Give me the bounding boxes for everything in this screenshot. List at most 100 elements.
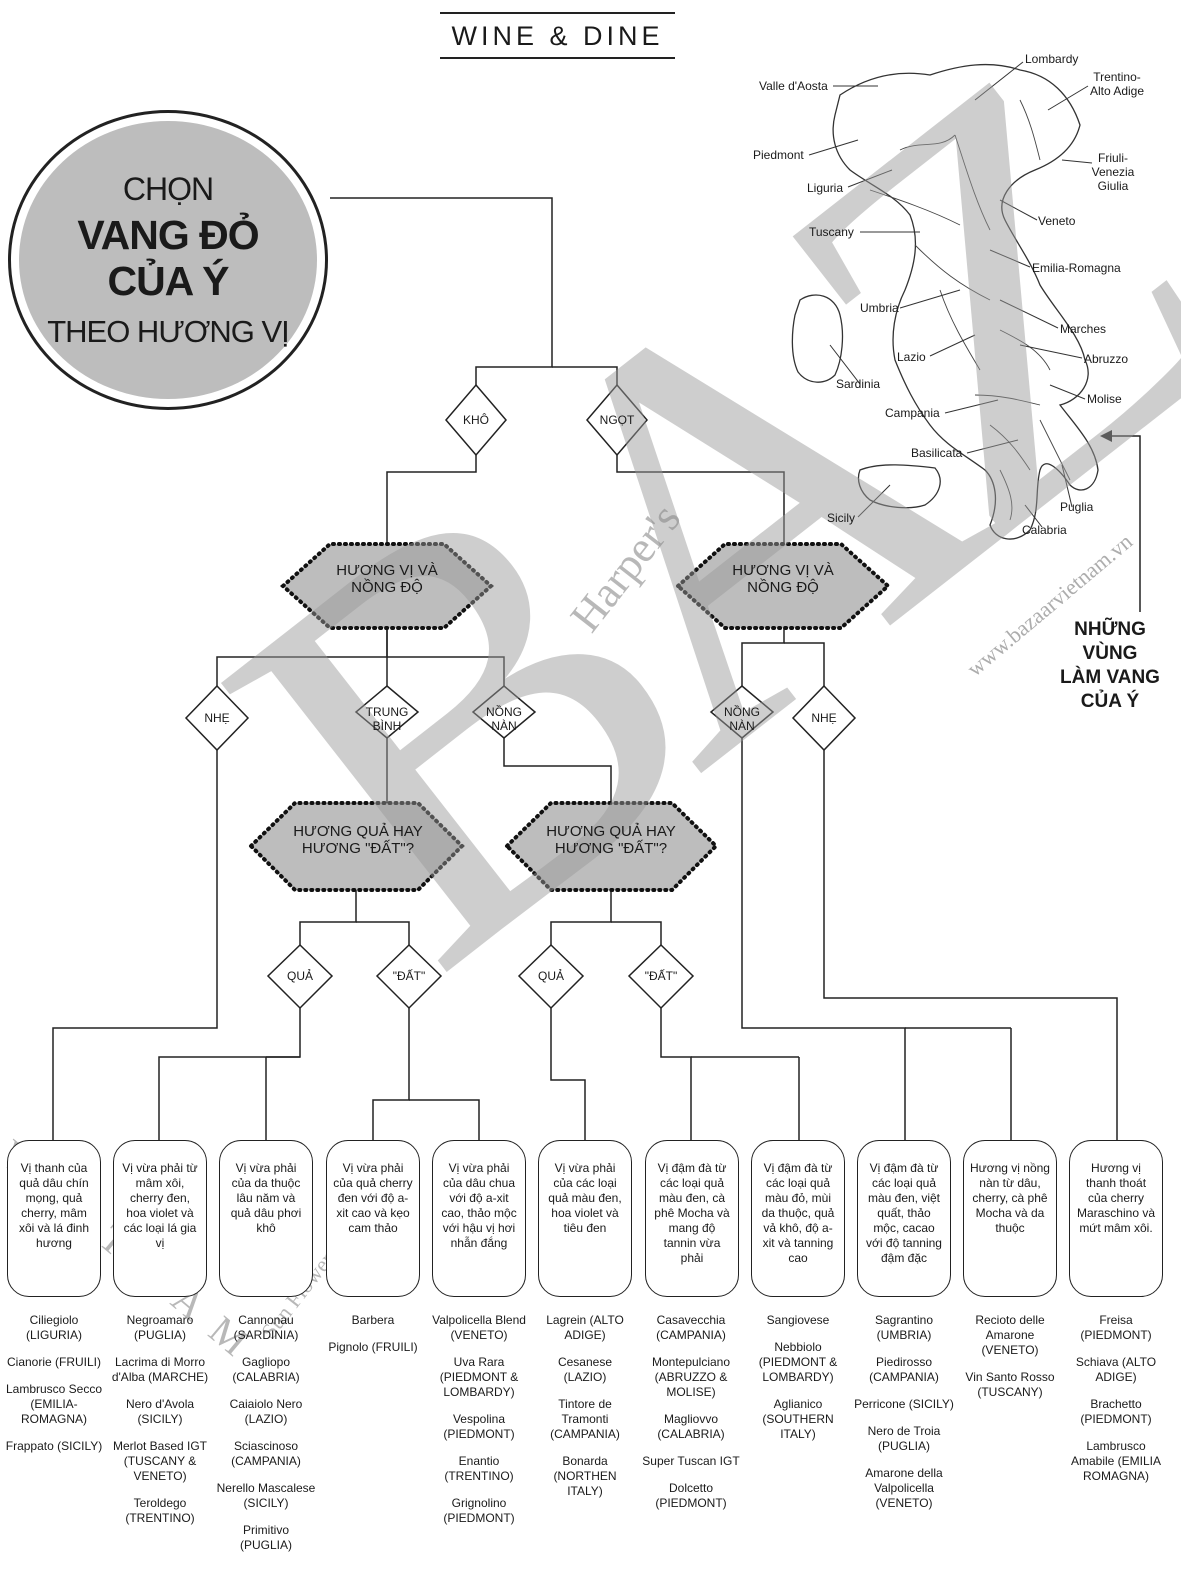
wine-list-4: Barbera Pignolo (FRUILI) (323, 1313, 423, 1367)
region-label-lazio: Lazio (897, 350, 926, 364)
wine-list-7: Casavecchia (CAMPANIA) Montepulciano (AB… (641, 1313, 741, 1523)
wine-list-9: Sagrantino (UMBRIA) Piedirosso (CAMPANIA… (854, 1313, 954, 1523)
profile-box-6: Vị vừa phải của các loại quả màu đen, ho… (538, 1140, 632, 1297)
wine-list-3: Cannonau (SARDINIA) Gagliopo (CALABRIA) … (216, 1313, 316, 1565)
decision-medium-label: TRUNG BÌNH (365, 705, 409, 733)
profile-box-8: Vị đậm đà từ các loại quả màu đỏ, mùi da… (751, 1140, 845, 1297)
region-label-sardinia: Sardinia (836, 377, 881, 391)
decision-diamond-sweet (586, 383, 648, 457)
region-label-marches: Marches (1060, 322, 1107, 336)
region-label-abruzzo: Abruzzo (1084, 352, 1129, 366)
decision-diamond-earth-1 (375, 943, 443, 1010)
wine-item: Pignolo (FRUILI) (328, 1340, 418, 1354)
wine-item: Lambrusco Secco (EMILIA-ROMAGNA) (5, 1382, 103, 1426)
region-label-veneto: Veneto (1038, 214, 1076, 228)
wine-item: Piedirosso (CAMPANIA) (869, 1355, 939, 1384)
profile-box-2: Vị vừa phải từ mâm xôi, cherry đen, hoa … (113, 1140, 207, 1297)
profile-box-11: Hương vị thanh thoát của cherry Maraschi… (1069, 1140, 1163, 1297)
wine-item: Tintore de Tramonti (CAMPANIA) (550, 1397, 620, 1441)
title-circle: CHỌN VANG ĐỎ CỦA Ý THEO HƯƠNG VỊ (8, 110, 328, 410)
decision-dry-label: KHÔ (462, 413, 489, 427)
profile-box-10: Hương vị nồng nàn từ dâu, cherry, cà phê… (963, 1140, 1057, 1297)
wine-item: Cesanese (LAZIO) (557, 1355, 613, 1384)
hexagon-fruit-earth-1-label: HƯƠNG QUẢ HAY HƯƠNG "ĐẤT"? (293, 823, 423, 857)
decision-diamond-full-right (709, 685, 775, 739)
wine-item: Sagrantino (UMBRIA) (874, 1313, 934, 1342)
wine-item: Cannonau (SARDINIA) (233, 1313, 299, 1342)
italy-map (791, 63, 1099, 540)
wine-item: Dolcetto (PIEDMONT) (655, 1481, 727, 1510)
decision-diamond-medium (354, 685, 420, 739)
wine-item: Valpolicella Blend (VENETO) (432, 1313, 526, 1342)
wine-item: Casavecchia (CAMPANIA) (656, 1313, 726, 1342)
title-line-1: CHỌN (122, 170, 214, 207)
wine-item: Bonarda (NORTHEN ITALY) (553, 1454, 617, 1498)
hexagon-flavor-body-left (279, 542, 495, 630)
wine-item: Frappato (SICILY) (5, 1439, 103, 1453)
profile-box-7: Vị đậm đà từ các loại quả màu đen, cà ph… (645, 1140, 739, 1297)
hexagon-fruit-earth-2-label: HƯƠNG QUẢ HAY HƯƠNG "ĐẤT"? (546, 823, 676, 857)
wine-item: Caiaiolo Nero (LAZIO) (229, 1397, 303, 1426)
region-label-molise: Molise (1087, 392, 1122, 406)
decision-fruit-1-label: QUẢ (286, 969, 313, 983)
decision-earth-1-label: "ĐẤT" (392, 969, 426, 983)
wine-item: Schiava (ALTO ADIGE) (1075, 1355, 1157, 1384)
decision-diamond-earth-2 (627, 943, 695, 1010)
decision-fruit-2-label: QUẢ (537, 969, 564, 983)
region-label-emilia: Emilia-Romagna (1032, 261, 1121, 275)
wine-item: Merlot Based IGT (TUSCANY & VENETO) (112, 1439, 208, 1483)
wine-item: Lambrusco Amabile (EMILIA ROMAGNA) (1070, 1439, 1162, 1483)
wine-item: Magliovvo (CALABRIA) (657, 1412, 725, 1441)
region-label-valle: Valle d'Aosta (759, 79, 828, 93)
wine-item: Cianorie (FRUILI) (6, 1355, 102, 1369)
title-line-4: THEO HƯƠNG VỊ (47, 313, 290, 349)
wine-item: Uva Rara (PIEDMONT & LOMBARDY) (439, 1355, 519, 1399)
wine-item: Primitivo (PUGLIA) (239, 1523, 292, 1552)
region-label-calabria: Calabria (1022, 523, 1067, 537)
map-title: NHỮNG VÙNG LÀM VANG CỦA Ý (1060, 619, 1160, 712)
wine-list-6: Lagrein (ALTO ADIGE) Cesanese (LAZIO) Ti… (535, 1313, 635, 1511)
wine-list-8: Sangiovese Nebbiolo (PIEDMONT & LOMBARDY… (748, 1313, 848, 1454)
wine-item: Super Tuscan IGT (642, 1454, 740, 1468)
wine-item: Brachetto (PIEDMONT) (1080, 1397, 1152, 1426)
wine-list-2: Negroamaro (PUGLIA) Lacrima di Morro d'A… (110, 1313, 210, 1538)
region-label-trentino: Trentino-Alto Adige (1089, 70, 1145, 98)
hexagon-fruit-earth-2 (504, 801, 719, 892)
decision-light-right-label: NHẸ (811, 711, 837, 725)
wine-item: Negroamaro (PUGLIA) (126, 1313, 194, 1342)
wine-list-1: Ciliegiolo (LIGURIA) Cianorie (FRUILI) L… (4, 1313, 104, 1466)
region-label-puglia: Puglia (1060, 500, 1094, 514)
hexagon-flavor-body-right-label: HƯƠNG VỊ VÀ NỒNG ĐỘ (732, 562, 834, 596)
wine-item: Amarone della Valpolicella (VENETO) (865, 1466, 943, 1510)
wine-item: Lacrima di Morro d'Alba (MARCHE) (111, 1355, 209, 1384)
wine-item: Barbera (351, 1313, 395, 1327)
wine-item: Gagliopo (CALABRIA) (232, 1355, 300, 1384)
decision-diamond-fruit-1 (266, 943, 334, 1010)
region-label-piedmont: Piedmont (753, 148, 804, 162)
wine-item: Grignolino (PIEDMONT) (443, 1496, 515, 1525)
region-label-tuscany: Tuscany (809, 225, 854, 239)
region-label-lombardy: Lombardy (1025, 52, 1079, 66)
page-header-title: WINE & DINE (440, 12, 675, 59)
region-label-umbria: Umbria (860, 301, 899, 315)
wine-item: Nerello Mascalese (SICILY) (216, 1481, 316, 1510)
profile-box-1: Vị thanh của quả dâu chín mọng, quả cher… (7, 1140, 101, 1297)
region-label-campania: Campania (885, 406, 940, 420)
wine-item: Freisa (PIEDMONT) (1080, 1313, 1152, 1342)
region-label-friuli: Friuli-Venezia Giulia (1091, 151, 1135, 193)
wine-item: Teroldego (TRENTINO) (125, 1496, 195, 1525)
decision-sweet-label: NGỌT (599, 413, 635, 427)
wine-item: Lagrein (ALTO ADIGE) (546, 1313, 624, 1342)
decision-full-left-label: NỒNG NÀN (486, 705, 522, 733)
wine-item: Recioto delle Amarone (VENETO) (975, 1313, 1045, 1357)
profile-box-4: Vị vừa phải của quả cherry đen với độ a-… (326, 1140, 420, 1297)
wine-item: Vespolina (PIEDMONT) (443, 1412, 515, 1441)
wine-item: Perricone (SICILY) (854, 1397, 954, 1411)
wine-list-11: Freisa (PIEDMONT) Schiava (ALTO ADIGE) B… (1066, 1313, 1166, 1496)
region-label-sicily: Sicily (827, 511, 856, 525)
decision-earth-2-label: "ĐẤT" (644, 969, 678, 983)
wine-item: Aglianico (SOUTHERN ITALY) (762, 1397, 834, 1441)
decision-light-left-label: NHẸ (204, 711, 230, 725)
wine-item: Sangiovese (766, 1313, 830, 1327)
